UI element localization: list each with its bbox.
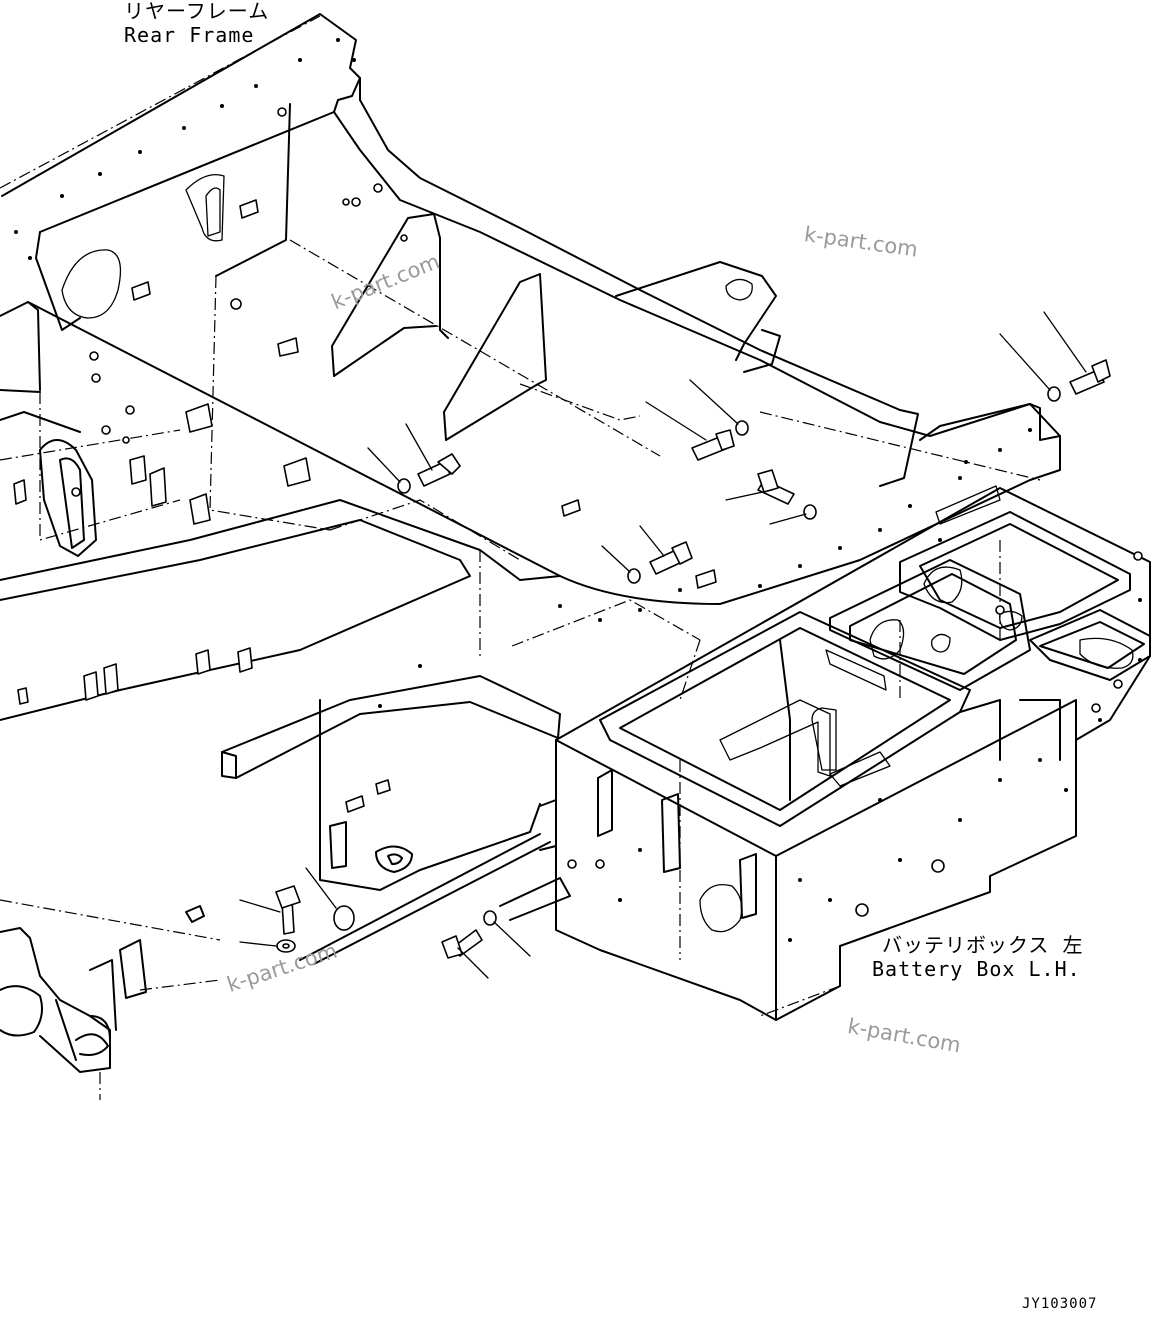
frame-pins	[13, 479, 253, 705]
drawing-code: JY103007	[1022, 1296, 1098, 1312]
fasteners	[239, 311, 1111, 979]
rear-frame-label-jp: リヤーフレーム	[124, 0, 270, 23]
rear-frame-outline	[0, 13, 1061, 779]
lower-frame-outline	[0, 699, 571, 1100]
battery-box-label-en: Battery Box L.H.	[872, 957, 1081, 981]
battery-box-label-jp: バッテリボックス 左	[882, 933, 1084, 957]
battery-box-outline	[555, 485, 1151, 1021]
frame-blocks	[71, 107, 1143, 917]
rear-frame-label-en: Rear Frame	[124, 23, 255, 47]
mounting-holes	[14, 38, 1142, 942]
